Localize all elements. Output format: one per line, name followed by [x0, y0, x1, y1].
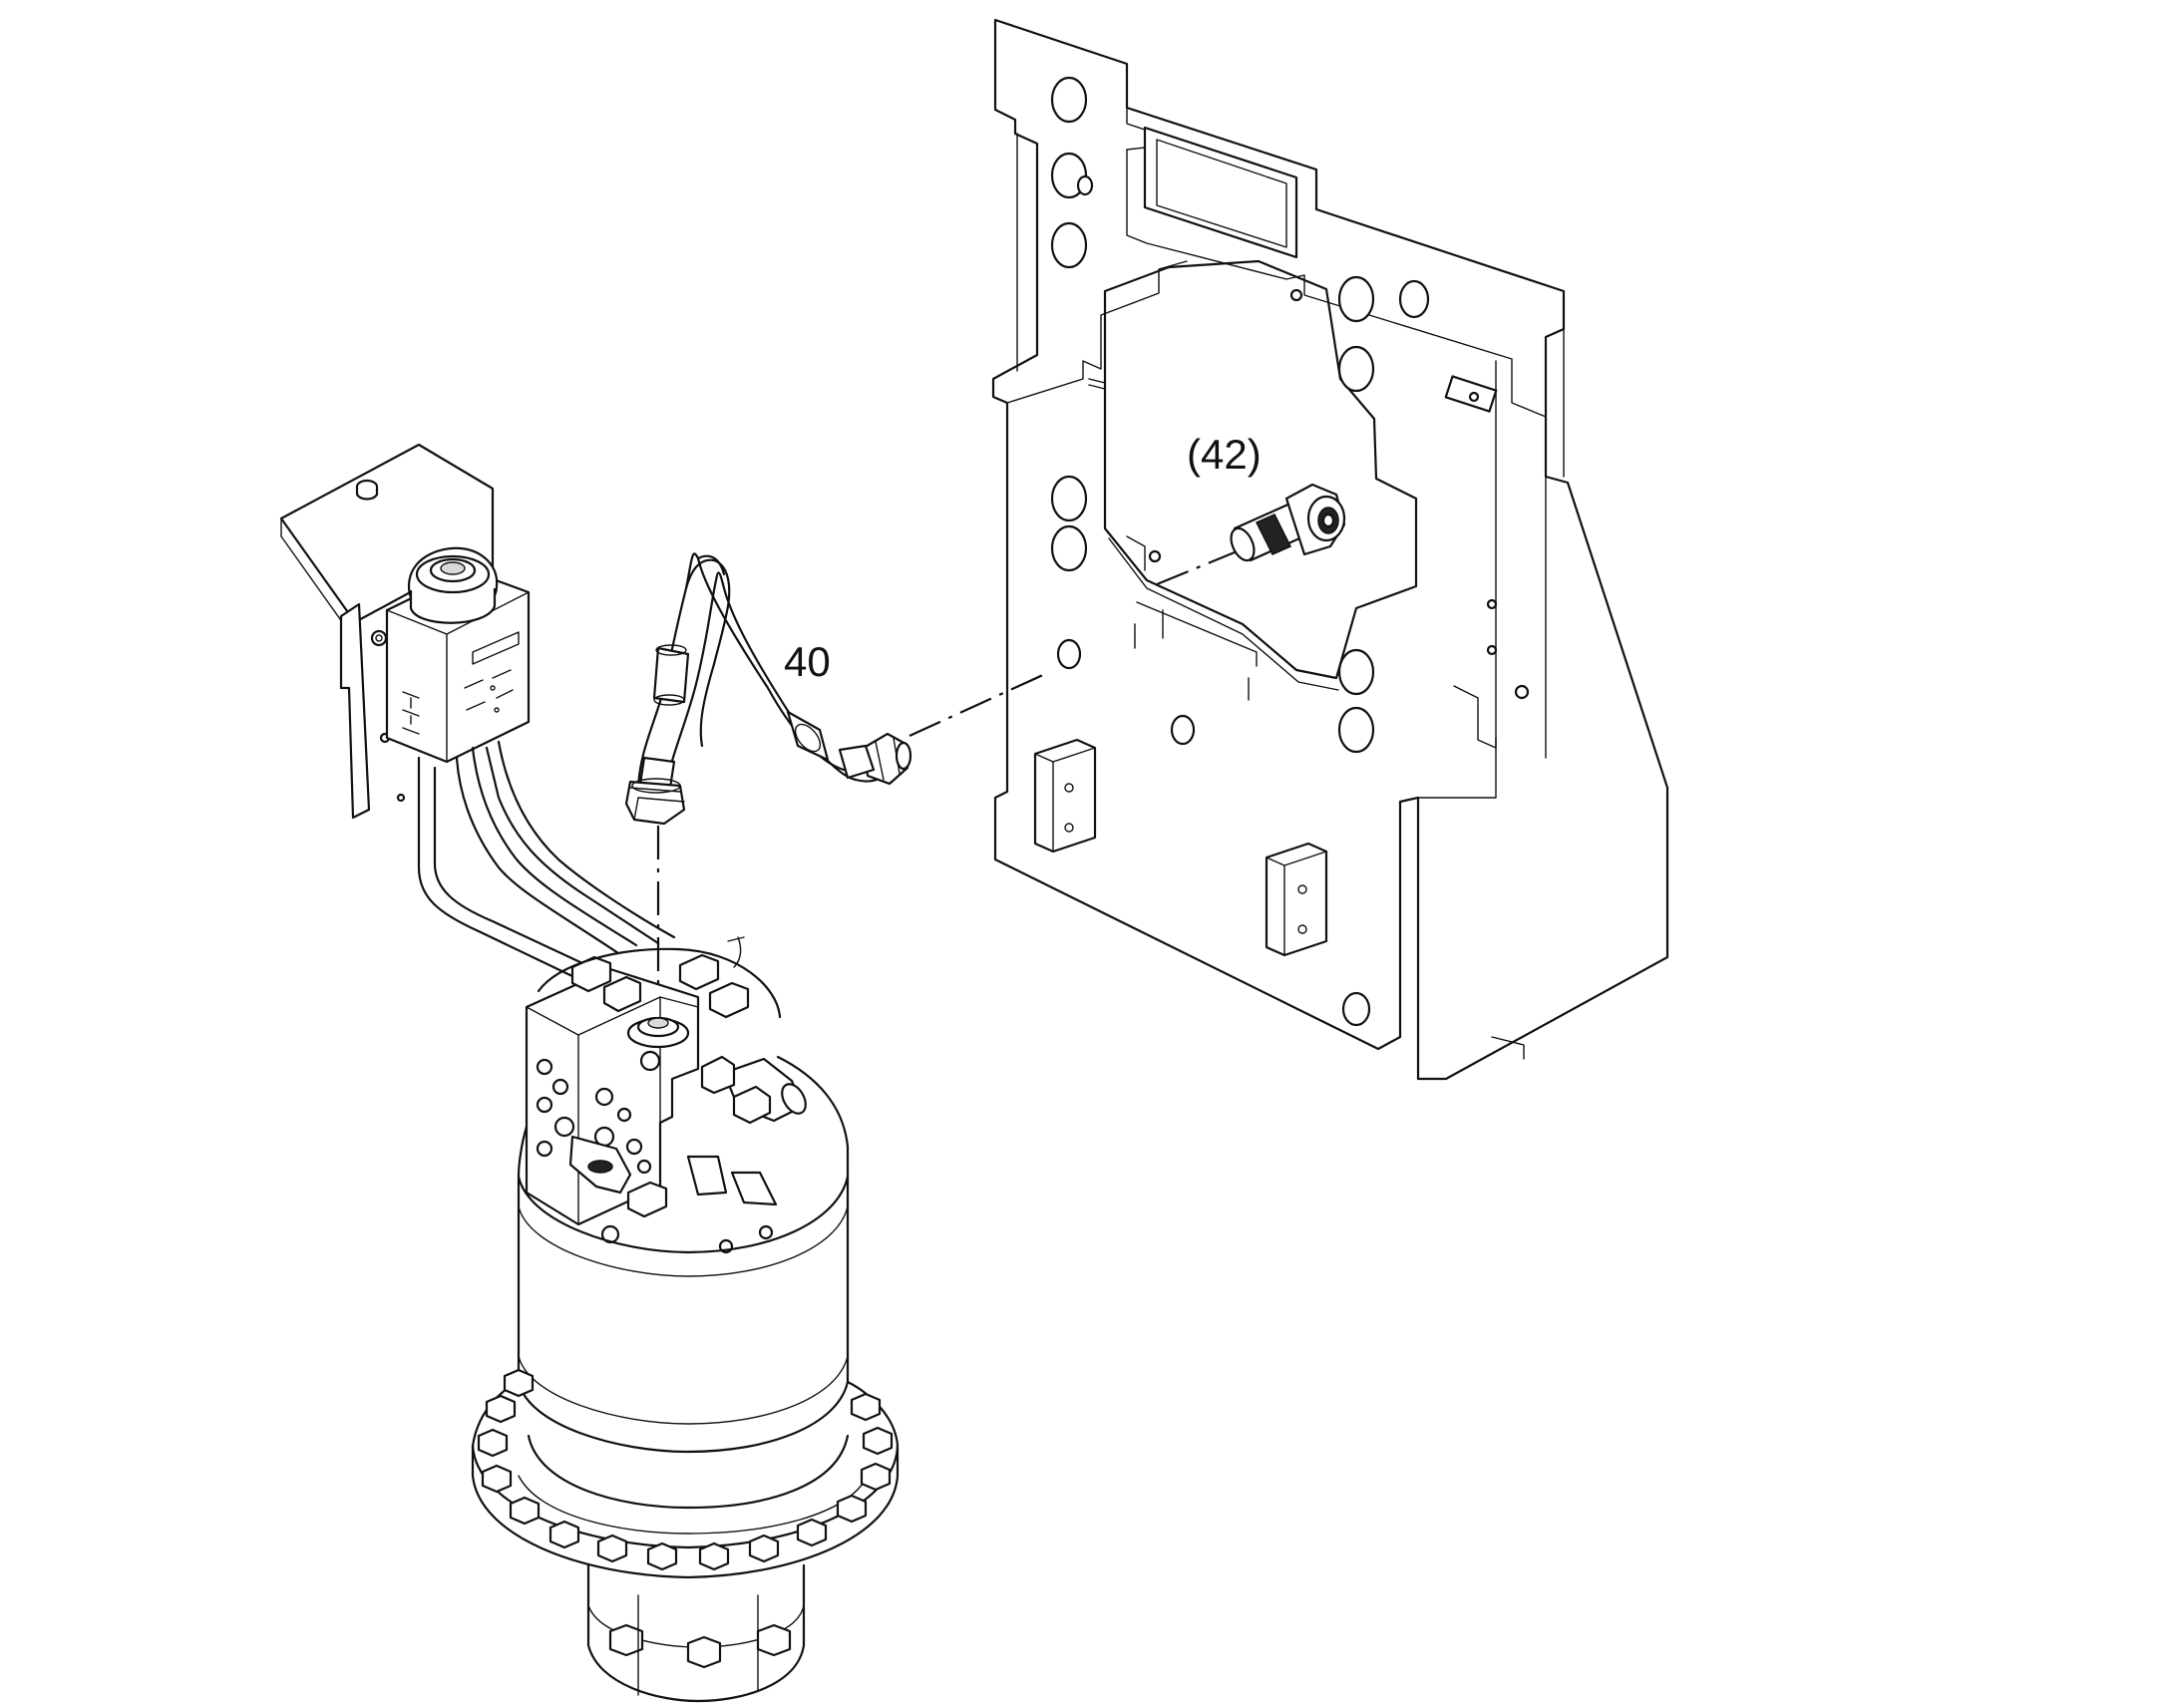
hose-nut-bottom: [624, 778, 686, 826]
mounting-plate: [991, 18, 1669, 1081]
hose-nut-right: [862, 732, 912, 786]
solenoid-valve: [385, 546, 531, 764]
plate-window-top: [1143, 126, 1298, 259]
hydraulic-lines: [417, 740, 676, 979]
centerline-hose-to-plate: [908, 672, 1046, 738]
centerline-elbow: [1156, 550, 1236, 586]
spacer-block-right: [1265, 842, 1328, 957]
spacer-block-left: [1033, 738, 1097, 854]
hose-sleeve-left: [652, 646, 690, 704]
plate-central-opening: [1103, 259, 1418, 680]
flange-bolts: [477, 1368, 894, 1571]
hose-assembly: [624, 552, 912, 826]
callout-hose-40: 40: [784, 638, 831, 685]
plate-outline: [991, 18, 1669, 1081]
callout-elbow-42: (42): [1187, 431, 1262, 478]
valve-bracket: [279, 443, 495, 820]
hose-sleeve-right: [786, 710, 830, 762]
swing-motor: [471, 936, 900, 1703]
elbow-fitting: [1230, 483, 1346, 562]
